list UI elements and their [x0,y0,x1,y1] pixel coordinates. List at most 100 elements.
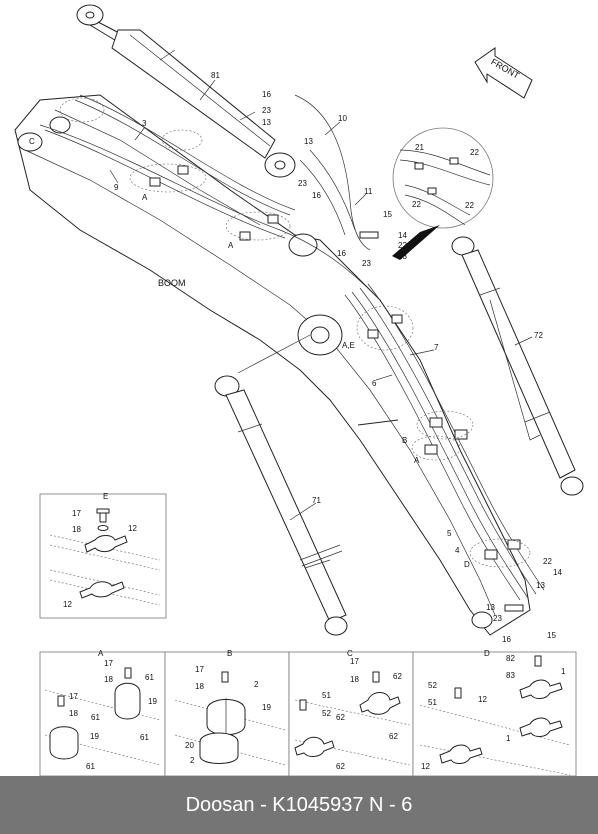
d-label-12a: 12 [478,695,487,704]
b-label-18: 18 [195,682,204,691]
label-10: 10 [338,114,347,123]
label-23-bottom: 23 [493,614,502,623]
label-13-mid: 13 [304,137,313,146]
c-label-62b: 62 [336,713,345,722]
a-label-61c: 61 [91,713,100,722]
label-13: 13 [398,252,407,261]
d-label-83: 83 [506,671,515,680]
label-22-detail-c: 22 [465,201,474,210]
b-label-19: 19 [262,703,271,712]
ref-b: B [402,436,407,445]
label-16-mid: 16 [312,191,321,200]
ref-a-3: A [414,456,420,465]
label-13-top: 13 [262,118,271,127]
d-label-1a: 1 [561,667,566,676]
label-23: 23 [362,259,371,268]
label-13-bottom: 13 [536,581,545,590]
a-label-19a: 19 [148,697,157,706]
b-label-2b: 2 [190,756,195,765]
front-direction-arrow [474,47,533,99]
e-label-18: 18 [72,525,81,534]
label-23-mid: 23 [298,179,307,188]
detail-a-box [39,651,166,776]
hose-lines [39,94,545,601]
label-4: 4 [455,546,460,555]
label-72: 72 [534,331,543,340]
detail-c-box [288,651,414,776]
label-9: 9 [114,183,119,192]
e-label-17: 17 [72,509,81,518]
a-label-18a: 18 [104,675,113,684]
a-label-18b: 18 [69,709,78,718]
fitting-detail-circle [392,127,494,260]
label-81: 81 [211,71,220,80]
a-label-19b: 19 [90,732,99,741]
leader-lines [109,79,533,521]
label-13-bottom-b: 13 [486,603,495,612]
detail-d-box [412,651,577,776]
ref-c: C [29,137,35,146]
label-15-bottom: 15 [547,631,556,640]
bucket-cylinder-71 [214,375,348,636]
a-label-61d: 61 [86,762,95,771]
c-label-17: 17 [350,657,359,666]
label-15: 15 [383,210,392,219]
label-22: 22 [398,241,407,250]
label-16: 16 [337,249,346,258]
label-14-bottom: 14 [553,568,562,577]
a-label-17b: 17 [69,692,78,701]
c-label-51: 51 [322,691,331,700]
label-11: 11 [364,187,373,196]
label-7: 7 [434,343,439,352]
catalog-footer: Doosan - K1045937 N - 6 [0,776,598,834]
label-22-detail-b: 22 [412,200,421,209]
b-label-20: 20 [185,741,194,750]
label-21: 21 [415,143,424,152]
boom-label: BOOM [158,278,186,288]
ref-ae: A,E [342,341,355,350]
d-label-52: 52 [428,681,437,690]
label-6: 6 [372,379,377,388]
c-label-62c: 62 [389,732,398,741]
c-label-52: 52 [322,709,331,718]
e-label-12b: 12 [63,600,72,609]
ref-a-2: A [228,241,234,250]
footer-text: Doosan - K1045937 N - 6 [185,793,413,816]
d-label-12b: 12 [421,762,430,771]
detail-b-box [164,651,290,776]
a-label-61b: 61 [140,733,149,742]
label-3: 3 [142,119,147,128]
e-label-12a: 12 [128,524,137,533]
label-22-bottom: 22 [543,557,552,566]
d-label-51: 51 [428,698,437,707]
hydraulic-boom-diagram: FRONT BOOM [14,4,584,776]
a-label-17a: 17 [104,659,113,668]
label-14: 14 [398,231,407,240]
label-22-detail: 22 [470,148,479,157]
arm-cylinder-72 [451,236,584,496]
detail-c-title: C [347,649,353,658]
label-5: 5 [447,529,452,538]
detail-d-title: D [484,649,490,658]
a-label-61a: 61 [145,673,154,682]
detail-e-title: E [103,492,108,501]
part-number-labels: 81 3 9 16 23 13 10 13 23 16 11 15 14 22 … [29,71,562,644]
c-label-62a: 62 [393,672,402,681]
boom-cylinder-81 [76,4,296,178]
label-16-bottom: 16 [502,635,511,644]
hose-clamps [59,97,531,612]
detail-a-title: A [98,649,104,658]
c-label-18: 18 [350,675,359,684]
d-label-82: 82 [506,654,515,663]
ref-a-1: A [142,193,148,202]
boom-structure [14,94,531,636]
b-label-17: 17 [195,665,204,674]
detail-b-title: B [227,649,232,658]
c-label-62d: 62 [336,762,345,771]
label-71: 71 [312,496,321,505]
ref-d: D [464,560,470,569]
detail-e-box [39,493,167,619]
label-16-top: 16 [262,90,271,99]
b-label-2a: 2 [254,680,259,689]
d-label-1b: 1 [506,734,511,743]
